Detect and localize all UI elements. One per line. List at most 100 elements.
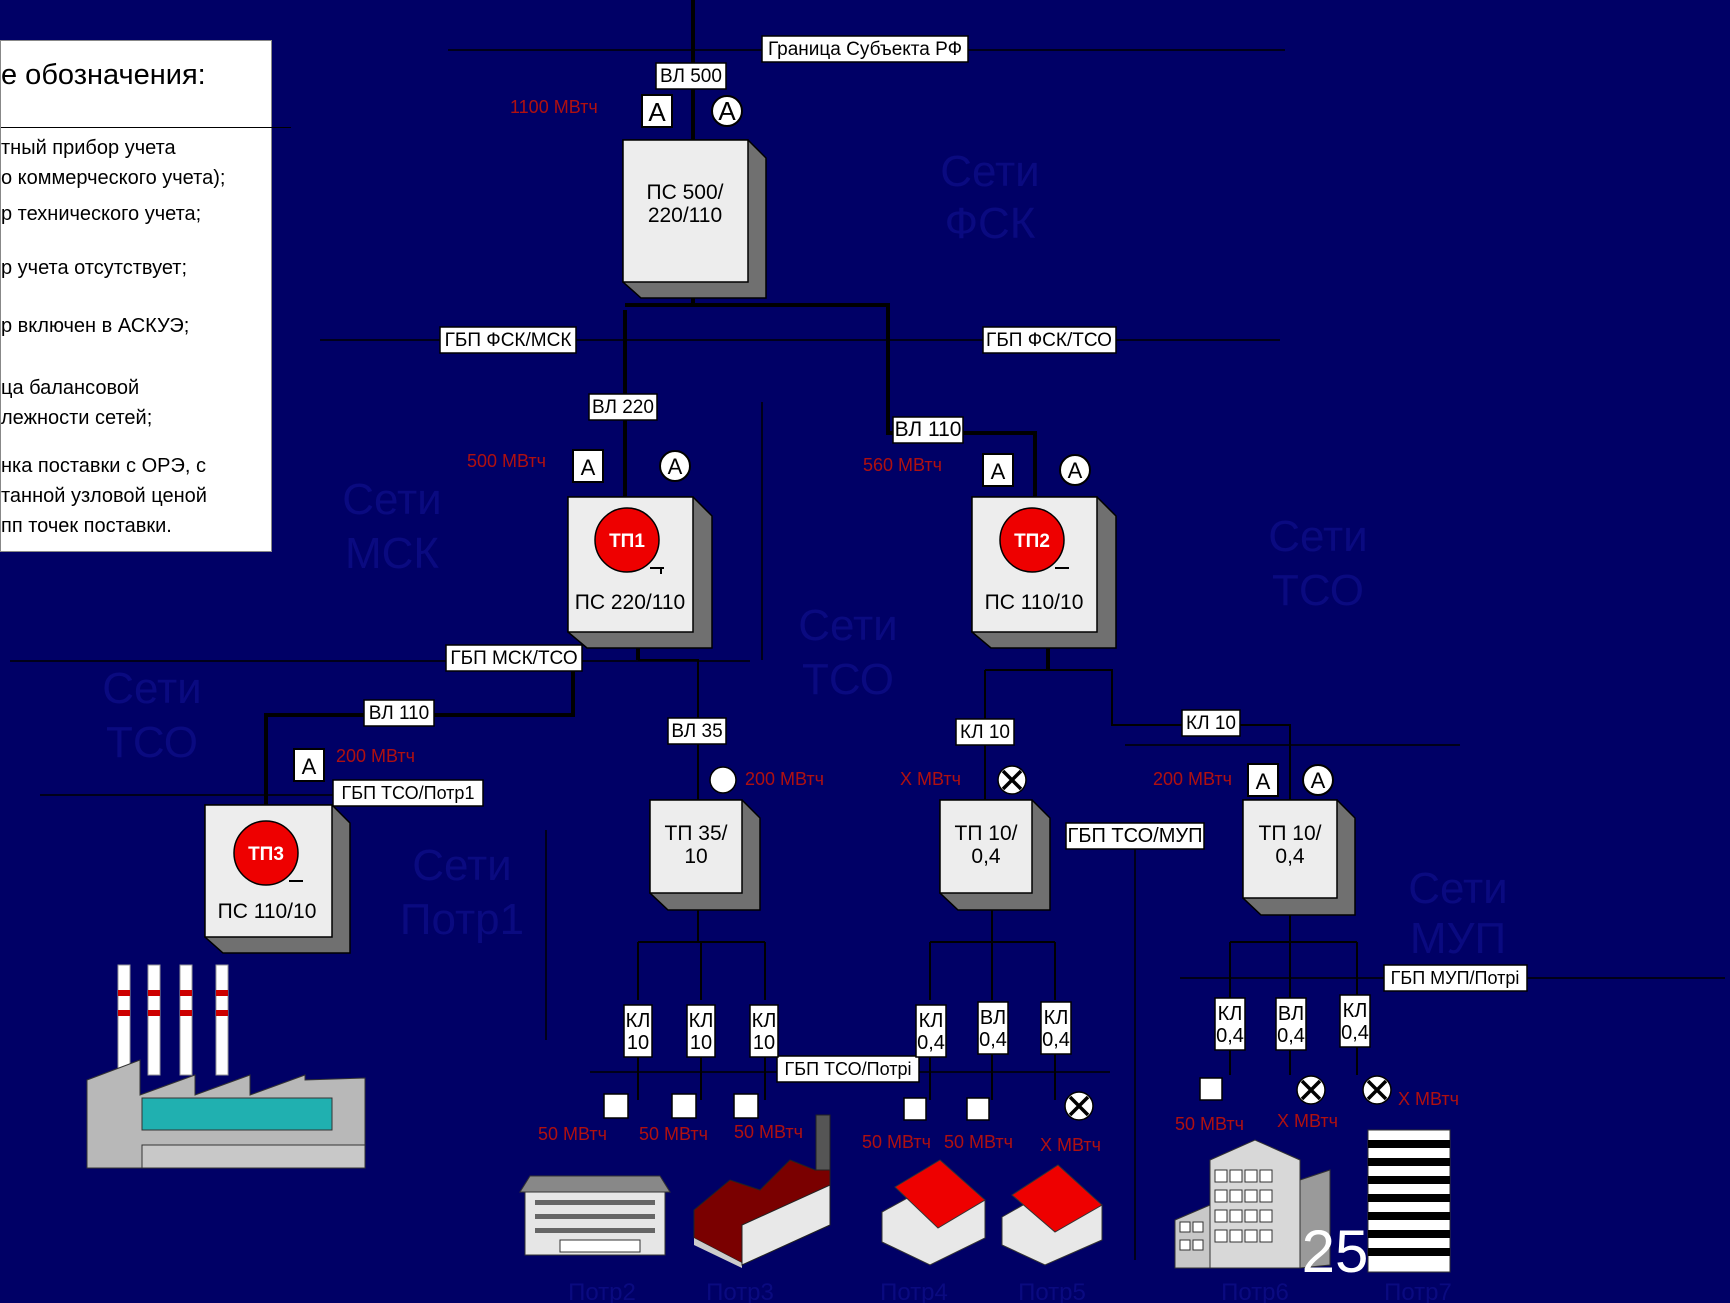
no-meter-icon: [1063, 1090, 1095, 1122]
technical-meter-icon: [603, 1093, 629, 1119]
legend-panel: е обозначения: тный прибор учета о комме…: [0, 40, 291, 552]
line-label: КЛ 10: [1186, 713, 1236, 734]
tp2-badge-icon: [999, 507, 1065, 573]
power-value: Х МВтч: [900, 769, 961, 789]
power-value: 50 МВтч: [734, 1122, 803, 1142]
boundary-label: Граница Субъекта РФ: [768, 39, 962, 60]
no-meter-icon: [1295, 1074, 1327, 1106]
no-meter-icon: [996, 764, 1028, 796]
tp3-badge-icon: [233, 820, 299, 886]
tp2-badge: ТП2: [1014, 531, 1050, 552]
tp-badges: ТП1 ТП2 ТП3: [233, 507, 1069, 886]
tp10-center-caption: ТП 10/0,4: [955, 822, 1018, 868]
power-value: 200 МВтч: [745, 769, 824, 789]
tp2-caption: ПС 110/10: [985, 591, 1084, 614]
meter-letter: А: [1068, 458, 1083, 483]
gbp-label: ГБП ТСО/МУП: [1068, 825, 1203, 847]
power-value: 50 МВтч: [862, 1132, 931, 1152]
power-readings: 1100 МВтч 500 МВтч 560 МВтч 200 МВтч 200…: [336, 97, 1459, 1155]
power-value: 560 МВтч: [863, 455, 942, 475]
gbp-label: ГБП ФСК/ТСО: [986, 330, 1112, 351]
legend-item: тный прибор учета о коммерческого учета)…: [1, 137, 226, 189]
meter-letter: А: [648, 97, 666, 127]
legend-item: р технического учета;: [1, 203, 202, 225]
office-building-icon: [1174, 1139, 1331, 1269]
gbp-label: ГБП ФСК/МСК: [445, 330, 572, 351]
house-icon: [1001, 1164, 1103, 1266]
line-label: КЛ 10: [960, 722, 1010, 743]
meter-letters: А А А А А А А А А: [302, 96, 1326, 794]
power-value: 50 МВтч: [944, 1132, 1013, 1152]
factory-icon: [693, 1114, 831, 1268]
meter-letter: А: [1256, 769, 1271, 794]
power-value: 1100 МВтч: [510, 97, 598, 117]
legend-item: р включен в АСКУЭ;: [1, 315, 190, 337]
meter-letter: А: [718, 96, 736, 126]
technical-meter-icon: [671, 1093, 697, 1119]
tp35-caption: ТП 35/10: [665, 822, 728, 868]
technical-meter-icon: [709, 766, 737, 794]
building-icon: [519, 1175, 671, 1256]
meter-letter: А: [581, 455, 596, 480]
meter-letter: А: [991, 459, 1006, 484]
legend-item: нка поставки с ОРЭ, с танной узловой цен…: [1, 455, 207, 537]
line-label: ВЛ 500: [660, 66, 722, 87]
power-value: 50 МВтч: [538, 1124, 607, 1144]
gbp-label: ГБП ТСО/Потрi: [785, 1059, 912, 1079]
power-value: Х МВтч: [1040, 1135, 1101, 1155]
factory-icon: [86, 964, 366, 1169]
line-label: ВЛ 110: [895, 418, 962, 441]
tp1-badge: ТП1: [609, 531, 645, 552]
technical-meter-icon: [1199, 1077, 1223, 1101]
consumer-label: Потр6: [1221, 1279, 1289, 1303]
power-value: 50 МВтч: [639, 1124, 708, 1144]
no-meter-icon: [1361, 1074, 1393, 1106]
tp10-right-caption: ТП 10/0,4: [1259, 822, 1322, 868]
tp3-caption: ПС 110/10: [218, 900, 317, 923]
tp1-caption: ПС 220/110: [575, 591, 685, 614]
gbp-label: ГБП МУП/Потрi: [1391, 968, 1520, 988]
consumer-label: Потр5: [1018, 1279, 1086, 1303]
house-icon: [881, 1159, 986, 1266]
power-value: 200 МВтч: [336, 746, 415, 766]
power-value: 500 МВтч: [467, 451, 546, 471]
meters: [293, 94, 1334, 797]
label-boxes: [332, 35, 1528, 1083]
consumer-label: Потр3: [706, 1279, 774, 1303]
legend-item: р учета отсутствует;: [1, 257, 188, 279]
power-value: Х МВтч: [1398, 1089, 1459, 1109]
technical-meter-icon: [733, 1093, 759, 1119]
substation-boxes: [204, 139, 1356, 954]
line-label: ВЛ 35: [671, 721, 722, 742]
gbp-label: ГБП ТСО/Потр1: [342, 783, 475, 803]
consumer-meters: [603, 1077, 1223, 1121]
tp3-badge: ТП3: [248, 844, 284, 865]
consumer-labels: Потр2 Потр3 Потр4 Потр5 Потр6 Потр7: [568, 1279, 1452, 1303]
line-label: ВЛ 110: [369, 703, 430, 724]
technical-meter-icon: [966, 1097, 990, 1121]
meter-letter: А: [668, 454, 683, 479]
substation-captions: ПС 500/220/110 ПС 220/110 ПС 110/10 ПС 1…: [218, 181, 1322, 923]
line-label: ВЛ 220: [592, 397, 654, 418]
legend-divider: [1, 127, 291, 128]
slide-number: 25: [1302, 1218, 1369, 1285]
legend-title: е обозначения:: [1, 59, 206, 91]
ps500-caption: ПС 500/220/110: [647, 181, 724, 227]
